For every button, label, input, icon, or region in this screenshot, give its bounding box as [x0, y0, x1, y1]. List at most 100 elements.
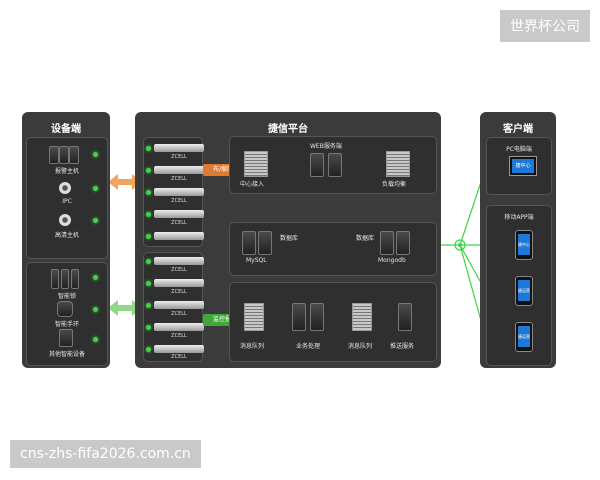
devices-title: 设备端: [51, 124, 81, 135]
phone-icon-1: 捷中心: [515, 230, 533, 260]
mq-label-1: 消息队列: [240, 343, 265, 350]
zcell-node: [154, 210, 204, 218]
phone-icon-2: 捷运营: [515, 276, 533, 306]
device-label-alarm-host: 报警主机: [54, 168, 79, 175]
zcell-node: [154, 323, 204, 331]
zcell-label: ZCELL: [171, 198, 187, 204]
device-link-dot: [93, 218, 98, 223]
web-service-group: WEB服务端 中心接入 负载均衡: [229, 136, 437, 194]
mongodb-label: Mongodb: [378, 257, 406, 264]
device-label-smart-band: 智能手环: [54, 321, 79, 328]
zcell-label: ZCELL: [171, 289, 187, 295]
db-label-1: 数据库: [280, 235, 299, 242]
zcell-node: [154, 257, 204, 265]
message-queue-2: [352, 303, 372, 331]
device-link-dot: [93, 307, 98, 312]
device-platform-arrow-top: [108, 174, 142, 190]
zcell-label: ZCELL: [171, 333, 187, 339]
zcell-node: [154, 345, 204, 353]
mysql-server-2: [258, 231, 272, 255]
web-server-1: [310, 153, 324, 177]
smart-band-icon: [57, 301, 73, 317]
client-panel: 客户端 PC电脑端 捷中心 移动APP端 捷中心 捷运营 捷运营: [480, 112, 556, 368]
zcell-label: ZCELL: [171, 154, 187, 160]
biz-server-1: [292, 303, 306, 331]
zcell-dot: [146, 347, 151, 352]
zcell-node: [154, 279, 204, 287]
platform-title: 捷信平台: [268, 124, 308, 135]
pc-label: PC电脑端: [506, 146, 532, 153]
pc-group: PC电脑端 捷中心: [486, 137, 552, 195]
zcell-dot: [146, 325, 151, 330]
phone-screen-3: 捷运营: [518, 326, 530, 347]
device-label-hd-host: 高清主机: [54, 232, 79, 239]
pc-monitor-icon: 捷中心: [509, 156, 537, 176]
mysql-label: MySQL: [246, 257, 267, 264]
smart-lock-icon-3: [71, 269, 79, 289]
alarm-host-icon-2: [59, 146, 69, 164]
zcell-dot: [146, 168, 151, 173]
phone-icon-3: 捷运营: [515, 322, 533, 352]
alarm-host-icon: [49, 146, 59, 164]
center-access-label: 中心接入: [240, 181, 265, 188]
zcell-dot: [146, 190, 151, 195]
web-service-label: WEB服务端: [310, 143, 342, 150]
other-device-icon: [59, 329, 73, 347]
device-label-ipc: IPC: [62, 198, 72, 205]
zcell-dot: [146, 281, 151, 286]
watermark-bottom: cns-zhs-fifa2026.com.cn: [10, 440, 201, 468]
zcell-label: ZCELL: [171, 267, 187, 273]
web-server-2: [328, 153, 342, 177]
mongodb-server-2: [396, 231, 410, 255]
ipc-camera-icon: [59, 182, 71, 194]
mysql-server-1: [242, 231, 256, 255]
smart-lock-icon-2: [61, 269, 69, 289]
alarm-host-icon-3: [69, 146, 79, 164]
push-server: [398, 303, 412, 331]
app-label: 移动APP端: [504, 214, 534, 221]
zcell-label: ZCELL: [171, 354, 187, 360]
center-access-server: [244, 151, 268, 177]
database-group: 数据库 MySQL 数据库 Mongodb: [229, 222, 437, 276]
zcell-dot: [146, 234, 151, 239]
mq-label-2: 消息队列: [348, 343, 373, 350]
device-link-dot: [93, 186, 98, 191]
devices-panel: 设备端 报警主机 IPC 高清主机 智能锁 智能手环 其他智能设备: [22, 112, 110, 368]
message-queue-1: [244, 303, 264, 331]
zcell-group-2: ZCELL ZCELL ZCELL ZCELL ZCELL: [143, 252, 204, 362]
hd-host-icon: [59, 214, 71, 226]
zcell-node: [154, 166, 204, 174]
db-label-2: 数据库: [356, 235, 375, 242]
zcell-label: ZCELL: [171, 311, 187, 317]
zcell-node: [154, 301, 204, 309]
zcell-label: ZCELL: [171, 176, 187, 182]
device-label-smart-lock: 智能锁: [57, 293, 76, 300]
zcell-label: ZCELL: [171, 220, 187, 226]
phone-screen-1: 捷中心: [518, 234, 530, 255]
zcell-dot: [146, 212, 151, 217]
devices-group-2: 智能锁 智能手环 其他智能设备: [26, 262, 108, 366]
device-link-dot: [93, 337, 98, 342]
zcell-dot: [146, 259, 151, 264]
phone-screen-2: 捷运营: [518, 280, 530, 301]
platform-panel: 捷信平台 ZCELL ZCELL ZCELL ZCELL ZCELL ZCELL…: [135, 112, 441, 368]
zcell-node: [154, 144, 204, 152]
device-label-other: 其他智能设备: [48, 351, 85, 358]
load-balancer-server: [386, 151, 410, 177]
zcell-node: [154, 232, 204, 240]
processing-group: 消息队列 业务处理 消息队列 推送服务: [229, 282, 437, 362]
mongodb-server-1: [380, 231, 394, 255]
zcell-group-1: ZCELL ZCELL ZCELL ZCELL: [143, 137, 204, 247]
device-platform-arrow-bottom: [108, 300, 142, 316]
smart-lock-icon: [51, 269, 59, 289]
device-link-dot: [93, 152, 98, 157]
load-balance-label: 负载均衡: [382, 181, 407, 188]
zcell-node: [154, 188, 204, 196]
watermark-top: 世界杯公司: [500, 10, 590, 42]
zcell-dot: [146, 303, 151, 308]
app-group: 移动APP端 捷中心 捷运营 捷运营: [486, 205, 552, 366]
biz-server-2: [310, 303, 324, 331]
push-label: 推送服务: [390, 343, 415, 350]
client-title: 客户端: [503, 124, 533, 135]
biz-label: 业务处理: [296, 343, 321, 350]
